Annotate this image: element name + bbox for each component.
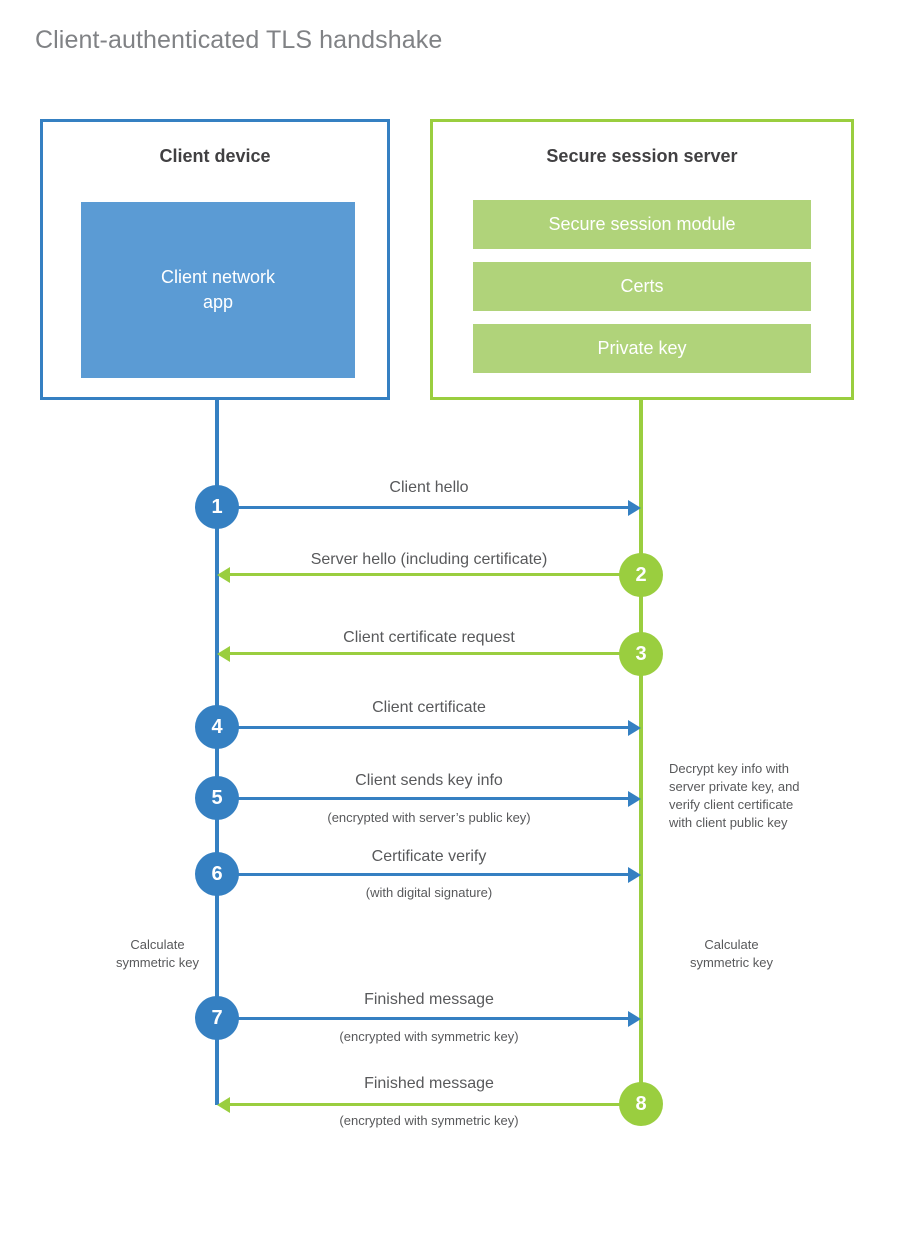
step-circle-3[interactable]: 3 (619, 632, 663, 676)
secure-session-server-box: Secure session server Secure session mod… (430, 119, 854, 400)
step-circle-5[interactable]: 5 (195, 776, 239, 820)
client-lifeline (215, 400, 219, 1105)
server-lifeline (639, 400, 643, 1105)
message-sublabel-6: (with digital signature) (365, 885, 493, 900)
message-sublabel-8: (encrypted with symmetric key) (339, 1113, 519, 1128)
message-arrowhead-8 (217, 1097, 230, 1113)
message-label-1: Client hello (389, 479, 469, 496)
client-network-app-block: Client network app (81, 202, 355, 378)
message-arrowhead-4 (628, 720, 641, 736)
step-circle-4[interactable]: 4 (195, 705, 239, 749)
step-circle-7[interactable]: 7 (195, 996, 239, 1040)
message-arrowhead-7 (628, 1011, 641, 1027)
message-line-4 (217, 726, 628, 729)
server-module-private-key: Private key (473, 324, 811, 373)
message-label-8: Finished message (364, 1075, 494, 1092)
client-device-box: Client device Client network app (40, 119, 390, 400)
server-module-secure-session-module: Secure session module (473, 200, 811, 249)
note-server-decrypt: Decrypt key info with server private key… (669, 761, 800, 830)
message-label-6: Certificate verify (371, 848, 487, 865)
message-sublabel-5: (encrypted with server’s public key) (327, 810, 531, 825)
message-arrowhead-1 (628, 500, 641, 516)
message-arrowhead-5 (628, 791, 641, 807)
note-client-calculate-symmetric-key: Calculate symmetric key (115, 937, 200, 970)
message-line-8 (230, 1103, 641, 1106)
message-arrowhead-6 (628, 867, 641, 883)
step-circle-1[interactable]: 1 (195, 485, 239, 529)
note-server-calculate-symmetric-key: Calculate symmetric key (689, 937, 774, 970)
message-label-4: Client certificate (372, 699, 486, 716)
message-line-6 (217, 873, 628, 876)
message-line-3 (230, 652, 641, 655)
step-circle-8[interactable]: 8 (619, 1082, 663, 1126)
message-arrowhead-3 (217, 646, 230, 662)
page-title: Client-authenticated TLS handshake (35, 26, 443, 54)
message-sublabel-7: (encrypted with symmetric key) (339, 1029, 519, 1044)
server-module-certs: Certs (473, 262, 811, 311)
step-circle-6[interactable]: 6 (195, 852, 239, 896)
secure-session-server-title: Secure session server (546, 146, 738, 166)
message-arrowhead-2 (217, 567, 230, 583)
message-line-7 (217, 1017, 628, 1020)
message-label-7: Finished message (364, 991, 494, 1008)
step-circle-2[interactable]: 2 (619, 553, 663, 597)
message-line-5 (217, 797, 628, 800)
message-line-1 (217, 506, 628, 509)
client-device-title: Client device (159, 146, 271, 166)
message-label-2: Server hello (including certificate) (310, 551, 548, 568)
message-label-5: Client sends key info (355, 772, 503, 789)
message-line-2 (230, 573, 641, 576)
message-label-3: Client certificate request (343, 629, 515, 646)
